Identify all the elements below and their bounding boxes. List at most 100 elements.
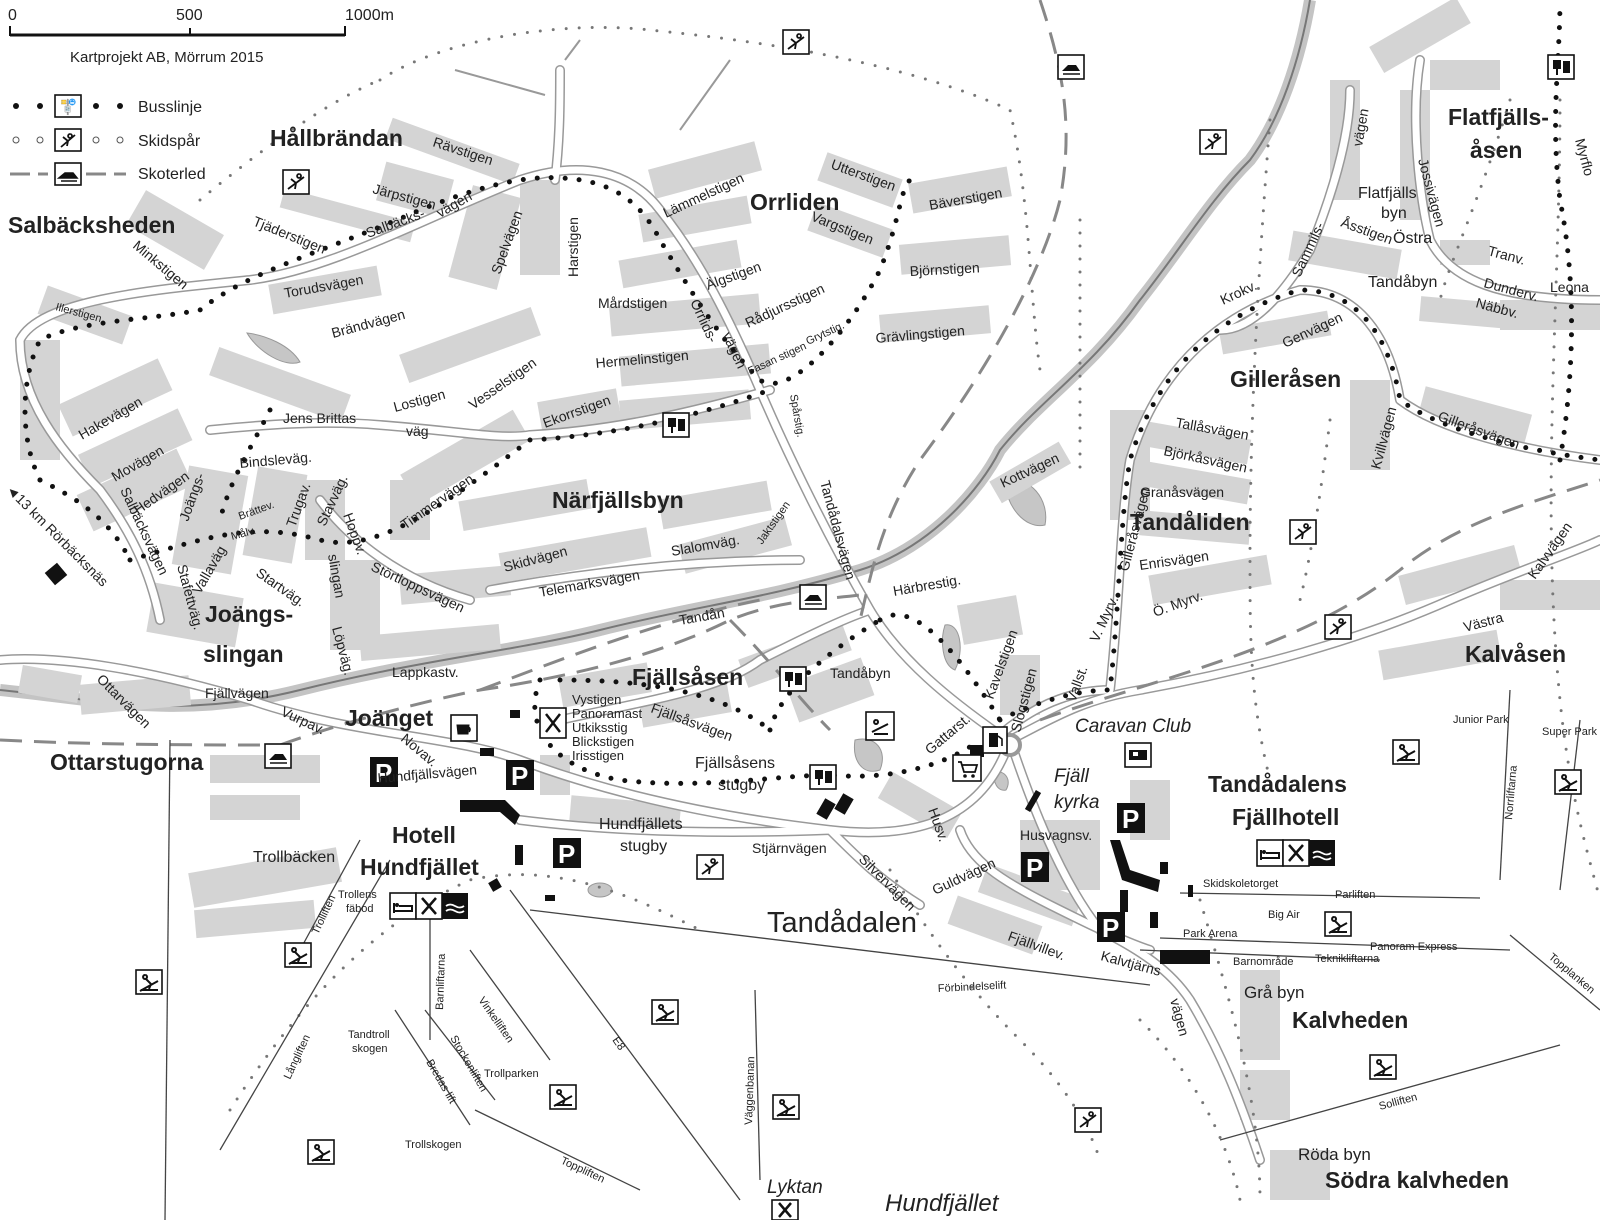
- street-label: Husvagnsv.: [1020, 827, 1092, 843]
- restaurant-icon: [771, 1199, 799, 1220]
- service-icons: [389, 707, 1335, 1220]
- area-hallbrandan: Hållbrändan: [270, 125, 403, 151]
- bed-icon: [1256, 839, 1284, 867]
- spa-icon: [1309, 840, 1335, 866]
- street-label: Tandåbyn: [830, 665, 891, 681]
- restaurant-icon: [1282, 839, 1310, 867]
- street-label: Bindsleväg.: [239, 449, 313, 471]
- street-label: Irisstigen: [572, 748, 624, 763]
- lift-label: Förbindelselift: [938, 979, 1007, 995]
- parking-icon: [1097, 912, 1125, 943]
- scale-label-1000: 1000m: [345, 7, 394, 24]
- scale-bar: 0 500 1000m Kartprojekt AB, Mörrum 2015: [8, 7, 394, 66]
- street-label: fäbod: [346, 903, 374, 915]
- parking-icon: [553, 838, 581, 869]
- legend-scooter: Skoterled: [10, 162, 206, 186]
- street-label: Mårdstigen: [598, 295, 667, 311]
- snowmobile-icon: [264, 743, 292, 769]
- street-label: Flatfjälls: [1358, 185, 1417, 202]
- bus-stop-icon: 🚏: [54, 94, 82, 118]
- ski-lifts: [164, 689, 1600, 1220]
- area-ottarstugorna: Ottarstugorna: [50, 749, 204, 775]
- downhill-ski-icon: [1392, 739, 1420, 765]
- shop-icon: [952, 754, 982, 782]
- street-label: Tandåbyn: [1368, 273, 1437, 291]
- lift-label: Barnområde: [1233, 956, 1294, 968]
- fuel-icon: [982, 726, 1008, 754]
- area-hundfjallet: Hundfjället: [885, 1190, 1000, 1217]
- fjallhotell-services: [1256, 839, 1335, 867]
- area-orrliden: Orrliden: [750, 189, 839, 215]
- bus-line: [22, 0, 1600, 786]
- area-flatfjallsasen-2: åsen: [1470, 137, 1522, 163]
- street-label: Panoramast: [572, 706, 642, 721]
- legend-scooter-label: Skoterled: [138, 166, 206, 183]
- cafe-icon: [450, 714, 478, 742]
- skating-icon: [865, 711, 895, 741]
- downhill-ski-icon: [135, 969, 163, 995]
- street-label: Utkiksstig: [572, 720, 628, 735]
- street-label: Vystigen: [572, 692, 621, 707]
- scale-label-0: 0: [8, 7, 17, 24]
- street-label: Stjärnvägen: [752, 840, 827, 856]
- area-kalvheden: Kalvheden: [1292, 1007, 1408, 1033]
- downhill-ski-icon: [307, 1139, 335, 1165]
- street-label: vägen: [1349, 107, 1371, 147]
- lift-label: Trollparken: [484, 1068, 539, 1080]
- parking-icon: [1117, 803, 1145, 834]
- street-label: Björnstigen: [909, 259, 980, 279]
- street-label: Fjällvägen: [205, 685, 269, 701]
- river-edge: [0, 0, 1311, 707]
- lyktan-label: Lyktan: [767, 1177, 823, 1198]
- street-label: Harstigen: [565, 217, 581, 277]
- street-label: Lappkastv.: [392, 664, 459, 680]
- cross-country-ski-icon: [1199, 129, 1227, 155]
- area-salbacksheden: Salbäcksheden: [8, 212, 175, 238]
- scale-label-500: 500: [176, 7, 203, 24]
- area-joanget: Joänget: [345, 705, 434, 731]
- lift-label: Panoram Express: [1370, 941, 1458, 953]
- map-credit: Kartprojekt AB, Mörrum 2015: [70, 49, 263, 66]
- legend: 🚏 Busslinje Skidspår Skoterled: [10, 94, 206, 186]
- cross-country-ski-icon: [1074, 1107, 1102, 1133]
- cross-country-ski-icon: [782, 29, 810, 55]
- downhill-ski-icon: [651, 999, 679, 1025]
- cross-country-ski-icon: [54, 128, 82, 152]
- area-hotell-2: Hundfjället: [360, 854, 479, 880]
- area-tandadalen: Tandådalen: [767, 907, 917, 939]
- street-label: Blickstigen: [572, 734, 634, 749]
- street-label: Granåsvägen: [1140, 484, 1224, 500]
- street-label: Trollens: [338, 889, 377, 901]
- bus-stop-icon: [1547, 54, 1575, 80]
- lift-label: Teknikliftarna: [1315, 953, 1380, 965]
- hotell-hundfjallet-services: [389, 892, 468, 920]
- street-label: slingan: [325, 553, 348, 599]
- legend-bus: 🚏 Busslinje: [13, 94, 202, 118]
- fjall-kyrka-label: kyrka: [1054, 792, 1099, 813]
- lift-label: Trollskogen: [405, 1139, 461, 1151]
- downhill-ski-icon: [284, 942, 312, 968]
- downhill-ski-icon: [1324, 911, 1352, 937]
- downhill-ski-icon: [549, 1084, 577, 1110]
- fjall-kyrka-label: Fjäll: [1054, 766, 1090, 787]
- legend-bus-label: Busslinje: [138, 99, 202, 116]
- area-narfjallsbyn: Närfjällsbyn: [552, 487, 684, 513]
- street-label: Leona: [1550, 279, 1589, 295]
- lift-label: Parliften: [1335, 889, 1375, 901]
- bus-stop-icon: [809, 764, 837, 790]
- lift-label: Junior Park: [1453, 714, 1509, 726]
- downhill-ski-icon: [1554, 769, 1582, 795]
- street-label: Östra: [1393, 229, 1432, 247]
- restaurant-icon: [415, 892, 443, 920]
- street-label: byn: [1381, 205, 1407, 222]
- bus-stop-icon: [779, 666, 807, 692]
- stugby-label: Fjällsåsens: [695, 754, 775, 772]
- parking-icon: [506, 760, 534, 791]
- black-buildings: [44, 562, 1210, 964]
- bus-stop-icon: [662, 412, 690, 438]
- street-label: Trollbäcken: [253, 849, 335, 866]
- lift-label: Super Park: [1542, 726, 1598, 738]
- cross-country-ski-icon: [1289, 519, 1317, 545]
